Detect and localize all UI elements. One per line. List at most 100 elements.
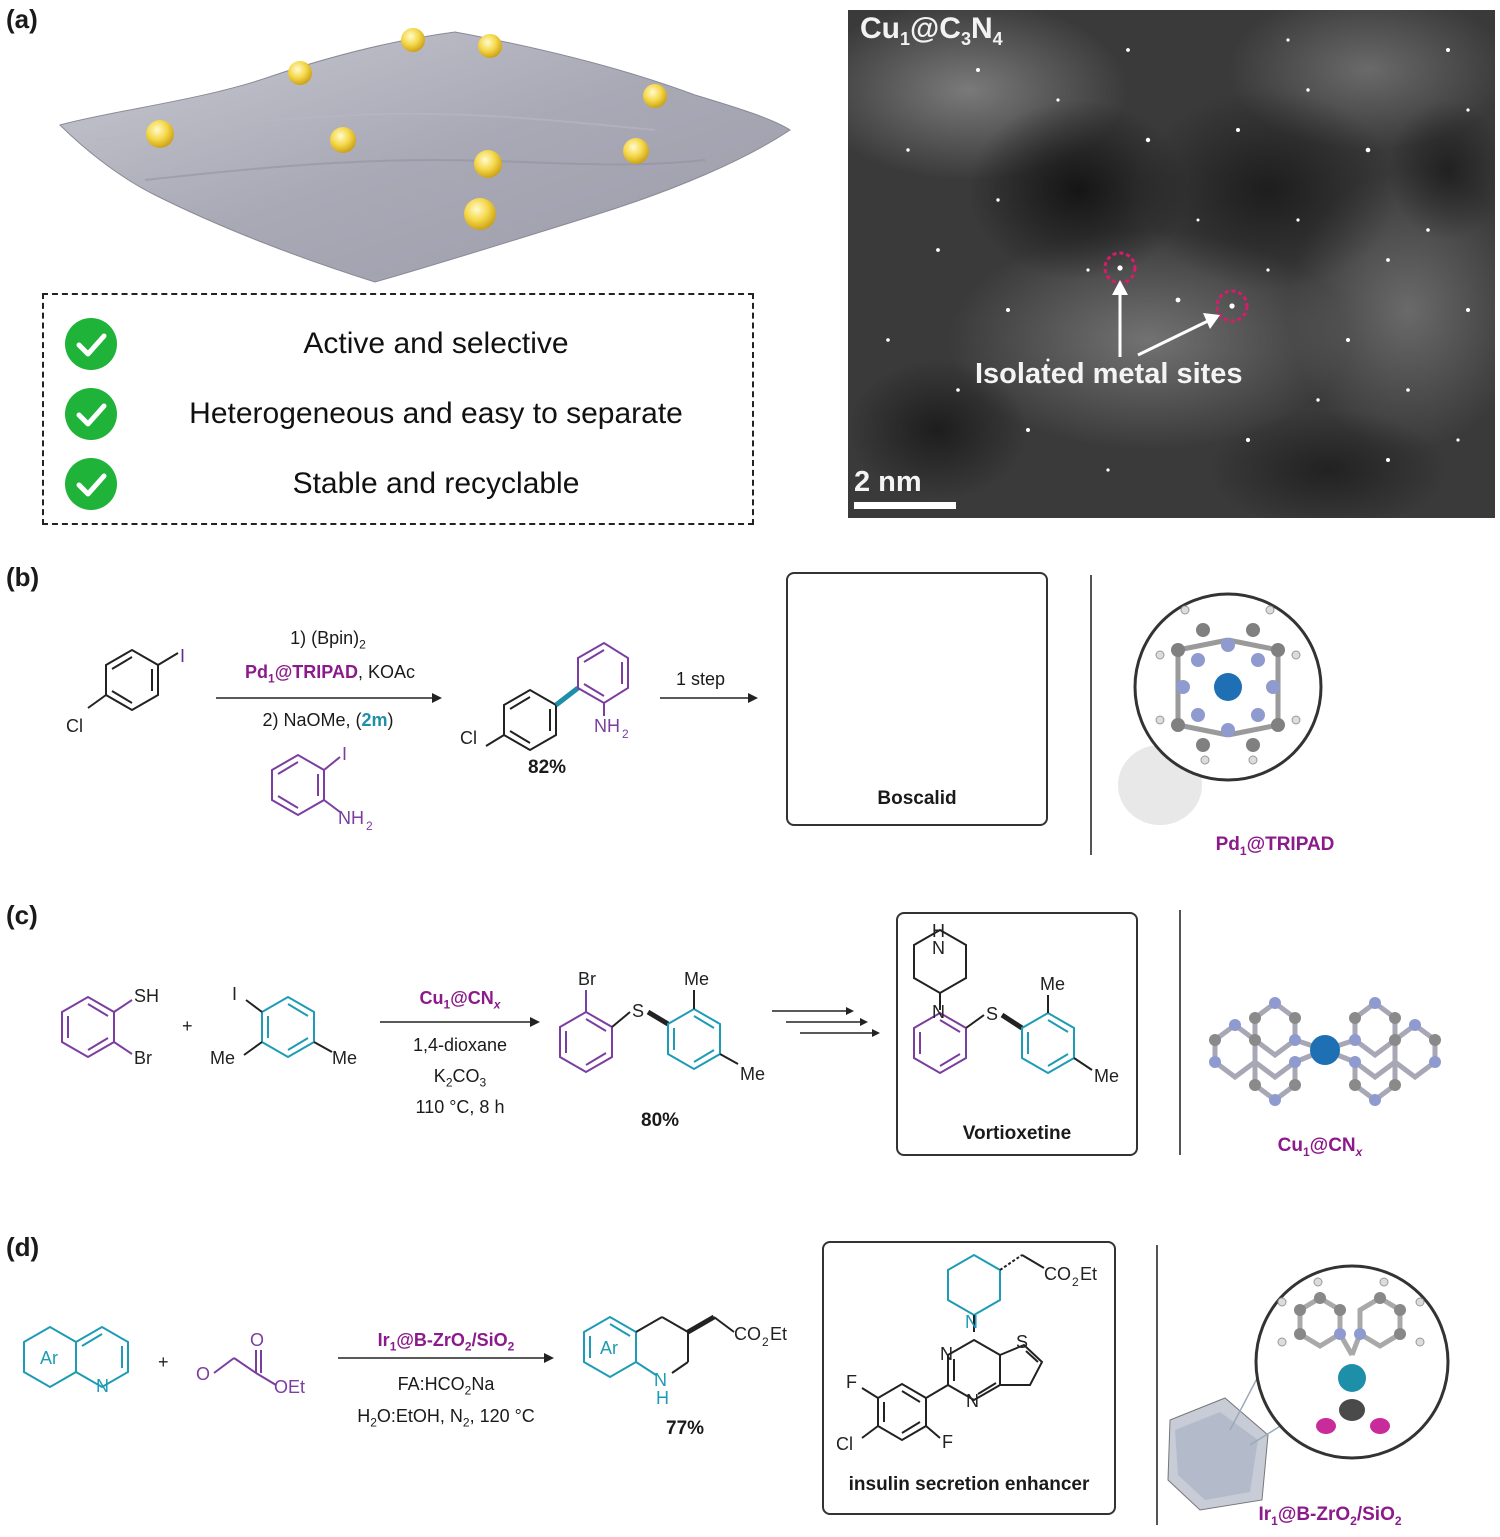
svg-text:Ar: Ar	[40, 1348, 58, 1368]
metal-atom	[288, 61, 312, 85]
svg-text:H: H	[932, 921, 945, 941]
checkmark-icon	[65, 388, 117, 440]
svg-text:SH: SH	[134, 986, 159, 1006]
svg-text:Me: Me	[740, 1064, 765, 1084]
cu-cnx-model	[1209, 997, 1441, 1106]
svg-text:F: F	[942, 1432, 953, 1452]
piperidine-ring	[947, 1253, 1001, 1317]
catalyst-name-c: Cu1@CNx	[1277, 1135, 1363, 1159]
svg-text:Ar: Ar	[600, 1338, 618, 1358]
vortioxetine-purple-ring	[913, 1011, 967, 1075]
svg-text:Me: Me	[1094, 1066, 1119, 1086]
svg-text:Br: Br	[578, 969, 596, 989]
pd-tripad-model	[1118, 592, 1323, 825]
scale-bar-label: 2 nm	[854, 466, 922, 498]
stem-micrograph: Cu1@C3N4 Isolated metal sites 2 nm	[848, 10, 1495, 518]
feature-text: Heterogeneous and easy to separate	[189, 397, 683, 430]
svg-text:Cl: Cl	[66, 716, 83, 736]
svg-text:Me: Me	[1040, 974, 1065, 994]
ethyl-glyoxylate-structure	[213, 1350, 277, 1386]
svg-text:I: I	[342, 744, 347, 764]
diarylsulfide-teal-ring	[667, 1007, 721, 1071]
svg-text:O: O	[196, 1364, 210, 1384]
chloroiodobenzene-structure	[87, 648, 179, 712]
quinoline-structure	[23, 1325, 129, 1389]
arrow	[1137, 318, 1211, 357]
feature-row: Stable and recyclable	[64, 457, 754, 511]
panel-label-d: (d)	[6, 1232, 40, 1262]
catalyst-name-b: Pd1@TRIPAD	[1215, 834, 1335, 858]
svg-text:NH: NH	[338, 808, 364, 828]
bromothiophenol-structure	[61, 995, 133, 1059]
metal-atom	[643, 84, 667, 108]
svg-text:2: 2	[1072, 1275, 1079, 1289]
svg-text:N: N	[932, 1002, 945, 1022]
svg-text:O: O	[250, 1330, 264, 1350]
svg-text:N: N	[96, 1376, 109, 1396]
tetrahydroquinoline-structure	[583, 1315, 657, 1379]
catalyst-line-b: Pd1@TRIPAD, KOAc	[245, 662, 415, 686]
scale-bar	[854, 502, 956, 509]
svg-text:Me: Me	[210, 1048, 235, 1068]
svg-text:I: I	[232, 984, 237, 1004]
panel-label-b: (b)	[6, 562, 40, 592]
step2-label: 2) NaOMe, (2m)	[262, 710, 394, 730]
iodoaniline-structure	[271, 753, 341, 817]
reagent-d: FA:HCO2Na	[397, 1374, 495, 1398]
svg-text:OEt: OEt	[274, 1377, 305, 1397]
feature-row: Heterogeneous and easy to separate	[64, 387, 754, 441]
svg-text:H: H	[656, 1388, 669, 1408]
svg-text:N: N	[932, 938, 945, 958]
conditions-c: 110 °C, 8 h	[415, 1097, 505, 1117]
base-c: K2CO3	[433, 1066, 487, 1090]
metal-atom	[478, 34, 502, 58]
svg-text:Et: Et	[1080, 1264, 1097, 1284]
vortioxetine-structure	[913, 928, 967, 1010]
vortioxetine-box	[896, 912, 1138, 1156]
svg-text:Et: Et	[770, 1324, 787, 1344]
ir-support-model	[1167, 1264, 1450, 1511]
multistep-arrows	[772, 1010, 872, 1034]
insulin-enhancer-box	[822, 1241, 1116, 1515]
svg-text:Cl: Cl	[836, 1434, 853, 1454]
solvent-c: 1,4-dioxane	[412, 1035, 508, 1055]
yield-b: 82%	[528, 757, 567, 778]
solvent-d: H2O:EtOH, N2, 120 °C	[357, 1406, 535, 1430]
svg-text:F: F	[846, 1372, 857, 1392]
catalyst-line-d: Ir1@B-ZrO2/SiO2	[377, 1330, 515, 1354]
aminobiaryl-structure	[485, 688, 557, 752]
step1-label: 1) (Bpin)2	[290, 628, 366, 652]
panel-label-a: (a)	[6, 4, 38, 34]
boscalid-label: Boscalid	[877, 788, 957, 809]
scheme-c: SH Br + I Me Me Br S Me Me	[61, 910, 1441, 1155]
metal-atom	[464, 198, 496, 230]
micrograph-title: Cu1@C3N4	[860, 12, 1003, 49]
svg-text:Cl: Cl	[460, 728, 477, 748]
plus-sign: +	[182, 1016, 193, 1036]
feature-row: Active and selective	[64, 317, 754, 371]
panel-label-c: (c)	[6, 900, 38, 930]
catalyst-line-c: Cu1@CNx	[419, 988, 501, 1012]
svg-text:Br: Br	[134, 1048, 152, 1068]
svg-text:I: I	[180, 646, 185, 666]
new-bond	[646, 1009, 670, 1027]
svg-text:N: N	[940, 1344, 953, 1364]
yield-d: 77%	[666, 1418, 705, 1439]
metal-atom	[330, 127, 356, 153]
isolated-metal-sites-label: Isolated metal sites	[975, 358, 1243, 390]
svg-text:NH: NH	[594, 716, 620, 736]
boscalid-box	[786, 572, 1048, 826]
features-box: Active and selective Heterogeneous and e…	[42, 293, 754, 525]
svg-text:S: S	[1016, 1332, 1028, 1352]
catalyst-surface-illustration	[59, 28, 791, 283]
feature-text: Active and selective	[303, 327, 569, 360]
new-bond	[554, 686, 580, 707]
one-step-label: 1 step	[676, 669, 726, 689]
svg-text:2: 2	[762, 1335, 769, 1349]
metal-atom	[623, 138, 649, 164]
svg-text:N: N	[966, 1391, 979, 1411]
feature-text: Stable and recyclable	[292, 467, 580, 500]
insulin-enhancer-label: insulin secretion enhancer	[848, 1474, 1090, 1495]
boscalid-box-overlay	[786, 572, 1048, 822]
